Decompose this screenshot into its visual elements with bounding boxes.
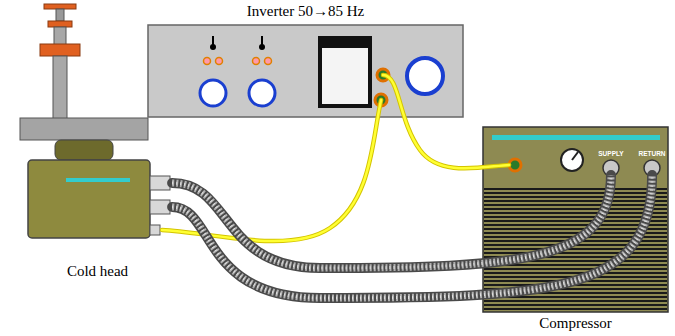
node-heading: Compressor	[539, 314, 612, 332]
power-cable	[383, 75, 509, 168]
node-heading: Inverter 50→85 Hz	[247, 2, 364, 20]
cold-head	[20, 4, 170, 238]
node-heading: Cold head	[67, 262, 128, 280]
inverter-node: Inverter 50→85 Hz	[148, 2, 463, 117]
cold-head-node: Cold head	[20, 160, 175, 280]
inverter-panel	[148, 25, 463, 117]
compressor-node: Compressor	[483, 127, 668, 332]
port-label: SUPPLY	[598, 150, 623, 158]
braided-hose	[172, 175, 611, 268]
port-label: RETURN	[638, 150, 665, 158]
braided-hose	[172, 175, 652, 298]
